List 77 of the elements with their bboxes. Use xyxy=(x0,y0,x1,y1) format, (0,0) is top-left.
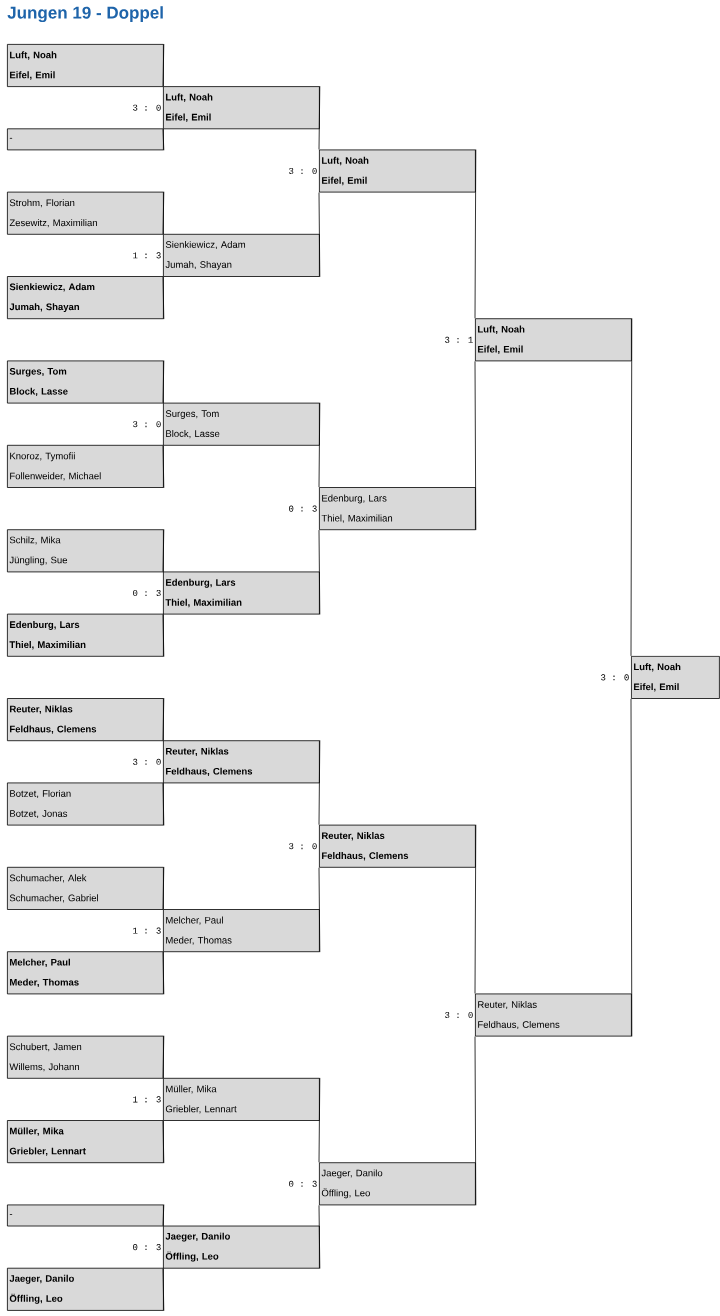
bracket-line xyxy=(318,192,321,278)
team-box: Strohm, Florian Zesewitz, Maximilian xyxy=(7,191,164,235)
bracket-line xyxy=(162,614,165,658)
team-box: Reuter, Niklas Feldhaus, Clemens xyxy=(7,698,164,742)
match-score: 1 : 3 xyxy=(133,927,161,934)
team-box: Luft, Noah Eifel, Emil xyxy=(7,44,164,87)
bracket-line xyxy=(162,1035,165,1079)
team-box: Müller, Mika Griebler, Lennart xyxy=(163,1077,320,1121)
bracket-line xyxy=(162,360,165,404)
bracket-line xyxy=(318,402,321,488)
match-score: 1 : 3 xyxy=(133,252,161,259)
team-box: - xyxy=(7,128,164,151)
team-box: Surges, Tom Block, Lasse xyxy=(7,360,164,404)
bracket-line xyxy=(162,951,165,995)
team-box: Reuter, Niklas Feldhaus, Clemens xyxy=(475,993,632,1037)
title: Jungen 19 - Doppel xyxy=(7,6,163,23)
bracket-line xyxy=(162,866,165,910)
team-box: Luft, Noah Eifel, Emil xyxy=(631,655,720,699)
bracket-line xyxy=(318,529,321,615)
team-box: Müller, Mika Griebler, Lennart xyxy=(7,1120,164,1164)
bracket-line xyxy=(318,85,321,150)
bracket-line xyxy=(162,697,165,741)
bracket-line xyxy=(162,191,165,235)
bracket-line xyxy=(162,445,165,489)
match-score: 3 : 0 xyxy=(601,674,629,681)
bracket-line xyxy=(162,1268,165,1312)
bracket-line xyxy=(162,276,165,320)
team-box: Knoroz, Tymofii Follenweider, Michael xyxy=(7,444,164,488)
team-box: Jaeger, Danilo Öffling, Leo xyxy=(319,1162,476,1206)
bracket-line xyxy=(474,149,477,319)
team-box: Melcher, Paul Meder, Thomas xyxy=(163,909,320,953)
team-box: - xyxy=(7,1204,164,1227)
team-box: Sienkiewicz, Adam Jumah, Shayan xyxy=(7,276,164,320)
team-box: Sienkiewicz, Adam Jumah, Shayan xyxy=(163,233,320,277)
match-score: 3 : 1 xyxy=(445,336,473,343)
match-score: 0 : 3 xyxy=(133,589,161,597)
match-score: 3 : 0 xyxy=(289,843,317,850)
team-box: Jaeger, Danilo Öffling, Leo xyxy=(163,1225,320,1269)
match-score: 1 : 3 xyxy=(133,1096,161,1103)
team-box: Luft, Noah Eifel, Emil xyxy=(319,149,476,193)
bracket-line xyxy=(162,128,165,151)
team-box: Edenburg, Lars Thiel, Maximilian xyxy=(163,571,320,615)
bracket-line xyxy=(162,1120,165,1164)
team-box: Luft, Noah Eifel, Emil xyxy=(475,318,632,362)
team-box: Luft, Noah Eifel, Emil xyxy=(163,86,320,130)
bracket-line xyxy=(162,782,165,826)
bracket-line xyxy=(162,1204,165,1226)
team-box: Schumacher, Alek Schumacher, Gabriel xyxy=(7,866,164,910)
match-score: 3 : 0 xyxy=(289,167,317,175)
match-score: 3 : 0 xyxy=(133,758,161,765)
bracket-line xyxy=(318,1077,321,1163)
match-score: 0 : 3 xyxy=(289,505,317,512)
team-box: Melcher, Paul Meder, Thomas xyxy=(7,951,164,995)
match-score: 0 : 3 xyxy=(133,1244,161,1251)
bracket-line xyxy=(318,1204,321,1269)
match-score: 0 : 3 xyxy=(289,1180,317,1187)
team-box: Surges, Tom Block, Lasse xyxy=(163,402,320,446)
bracket-line xyxy=(318,739,321,826)
bracket-line xyxy=(162,43,165,87)
bracket-line xyxy=(474,1036,477,1206)
team-box: Schubert, Jamen Willems, Johann xyxy=(7,1035,164,1079)
team-box: Schilz, Mika Jüngling, Sue xyxy=(7,529,164,573)
match-score: 3 : 0 xyxy=(133,104,161,111)
match-score: 3 : 0 xyxy=(133,421,161,428)
bracket-line xyxy=(630,317,633,657)
bracket-line xyxy=(474,360,477,531)
team-box: Edenburg, Lars Thiel, Maximilian xyxy=(319,487,476,531)
bracket-line xyxy=(162,528,165,572)
bracket-line xyxy=(630,698,633,1037)
team-box: Botzet, Florian Botzet, Jonas xyxy=(7,782,164,826)
bracket-line xyxy=(318,867,321,953)
team-box: Reuter, Niklas Feldhaus, Clemens xyxy=(163,740,320,784)
team-box: Reuter, Niklas Feldhaus, Clemens xyxy=(319,824,476,868)
match-score: 3 : 0 xyxy=(445,1011,473,1019)
team-box: Jaeger, Danilo Öffling, Leo xyxy=(7,1267,164,1311)
bracket-line xyxy=(474,824,477,994)
team-box: Edenburg, Lars Thiel, Maximilian xyxy=(7,613,164,657)
